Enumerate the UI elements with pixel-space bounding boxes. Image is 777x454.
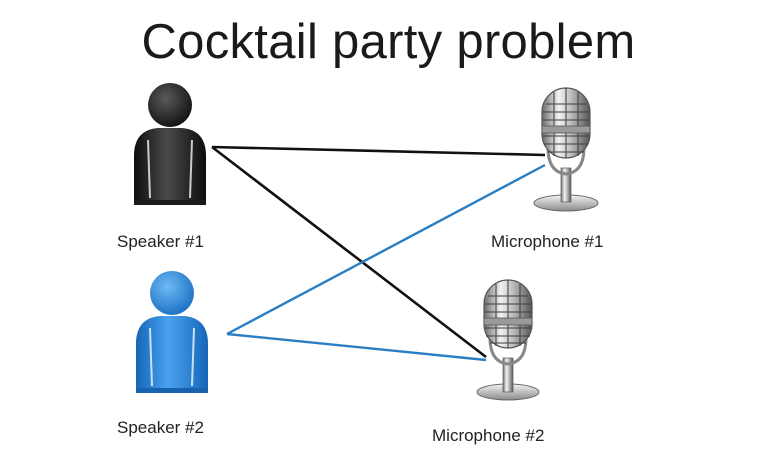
connection-speaker1-mic2 [211,145,487,359]
connection-speaker1-mic1 [211,145,546,157]
connection-speaker2-mic2 [226,332,487,362]
speaker-1-label: Speaker #1 [117,232,204,251]
microphone-2-icon [476,279,540,401]
connection-speaker2-mic1 [226,163,546,336]
connection-lines [211,145,546,362]
microphone-1-icon [533,87,599,212]
page-title: Cocktail party problem [141,15,636,69]
microphone-1-label: Microphone #1 [491,232,604,251]
microphone-2-label: Microphone #2 [432,426,545,445]
speaker-2-label: Speaker #2 [117,418,204,437]
speaker-2-person-icon [136,271,208,393]
speaker-1-person-icon [134,83,206,205]
